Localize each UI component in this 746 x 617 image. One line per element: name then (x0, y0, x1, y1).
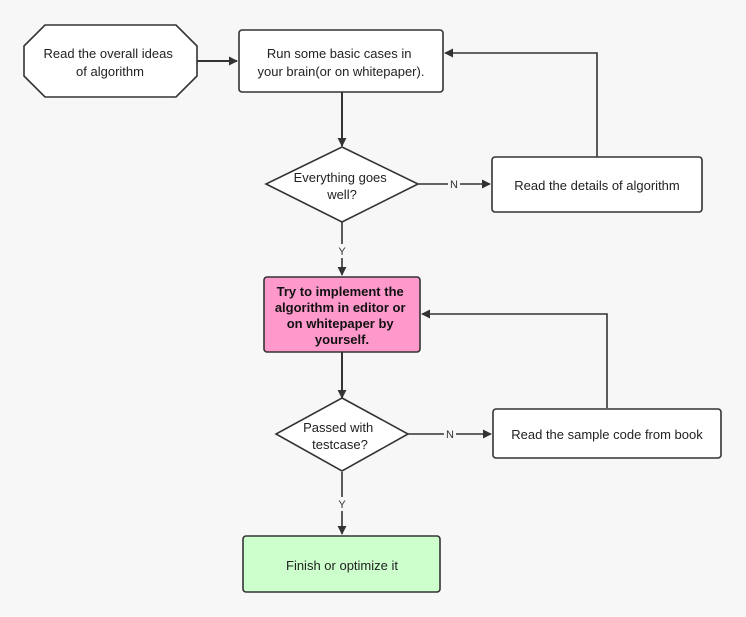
svg-text:Try to implement the alg: Try to implement the algorithm in editor… (275, 284, 409, 347)
node-try-implement: Try to implement the algorithm in editor… (263, 276, 421, 353)
edge-label-n1: N (450, 179, 458, 191)
node-everything-well: Everything goes well? (264, 146, 420, 223)
edge-read-sample-to-try-implement (421, 309, 608, 408)
node-read-overall-line1: Read the overall ideas (44, 46, 174, 61)
edge-label-y1: Y (338, 246, 346, 258)
node-try-implement-line4: yourself. (315, 332, 369, 347)
node-run-basic-line2: your brain(or on whitepaper). (258, 64, 425, 79)
decision-diamond (264, 146, 420, 223)
node-read-details-line1: Read the details of algorithm (514, 178, 679, 193)
edge-label-n2: N (446, 429, 454, 441)
node-try-implement-line2: algorithm in editor or (275, 300, 406, 315)
node-passed-test: Passed with testcase? (274, 397, 410, 472)
edge-read-details-to-run-basic (444, 48, 598, 157)
svg-text:Read the overall ideas o: Read the overall ideas of algorithm (44, 46, 177, 79)
process-box (492, 408, 722, 459)
svg-text:Passed with testcase?: Passed with testcase? (303, 420, 377, 452)
node-passed-test-line2: testcase? (312, 437, 368, 452)
node-try-implement-line1: Try to implement the (277, 284, 404, 299)
node-everything-well-line1: Everything goes (294, 170, 388, 185)
svg-text:Everything goes well?: Everything goes well? (294, 170, 391, 202)
node-everything-well-line2: well? (326, 187, 357, 202)
process-box-highlight (263, 276, 421, 353)
node-read-overall: Read the overall ideas of algorithm (23, 24, 198, 98)
process-box (238, 29, 444, 93)
edge-label-y2: Y (338, 499, 346, 511)
start-octagon-shape (23, 24, 198, 98)
decision-diamond (274, 397, 410, 472)
node-read-sample: Read the sample code from book (492, 408, 722, 459)
node-passed-test-line1: Passed with (303, 420, 373, 435)
node-finish-line1: Finish or optimize it (286, 558, 398, 573)
node-read-overall-line2: of algorithm (76, 64, 144, 79)
svg-text:Run some basic cases in: Run some basic cases in your brain(or on… (258, 46, 425, 79)
terminal-box (242, 535, 441, 593)
node-run-basic: Run some basic cases in your brain(or on… (238, 29, 444, 93)
node-read-sample-line1: Read the sample code from book (511, 427, 703, 442)
node-finish: Finish or optimize it (242, 535, 441, 593)
process-box (491, 156, 703, 213)
node-try-implement-line3: on whitepaper by (287, 316, 395, 331)
node-run-basic-line1: Run some basic cases in (267, 46, 412, 61)
node-read-details: Read the details of algorithm (491, 156, 703, 213)
